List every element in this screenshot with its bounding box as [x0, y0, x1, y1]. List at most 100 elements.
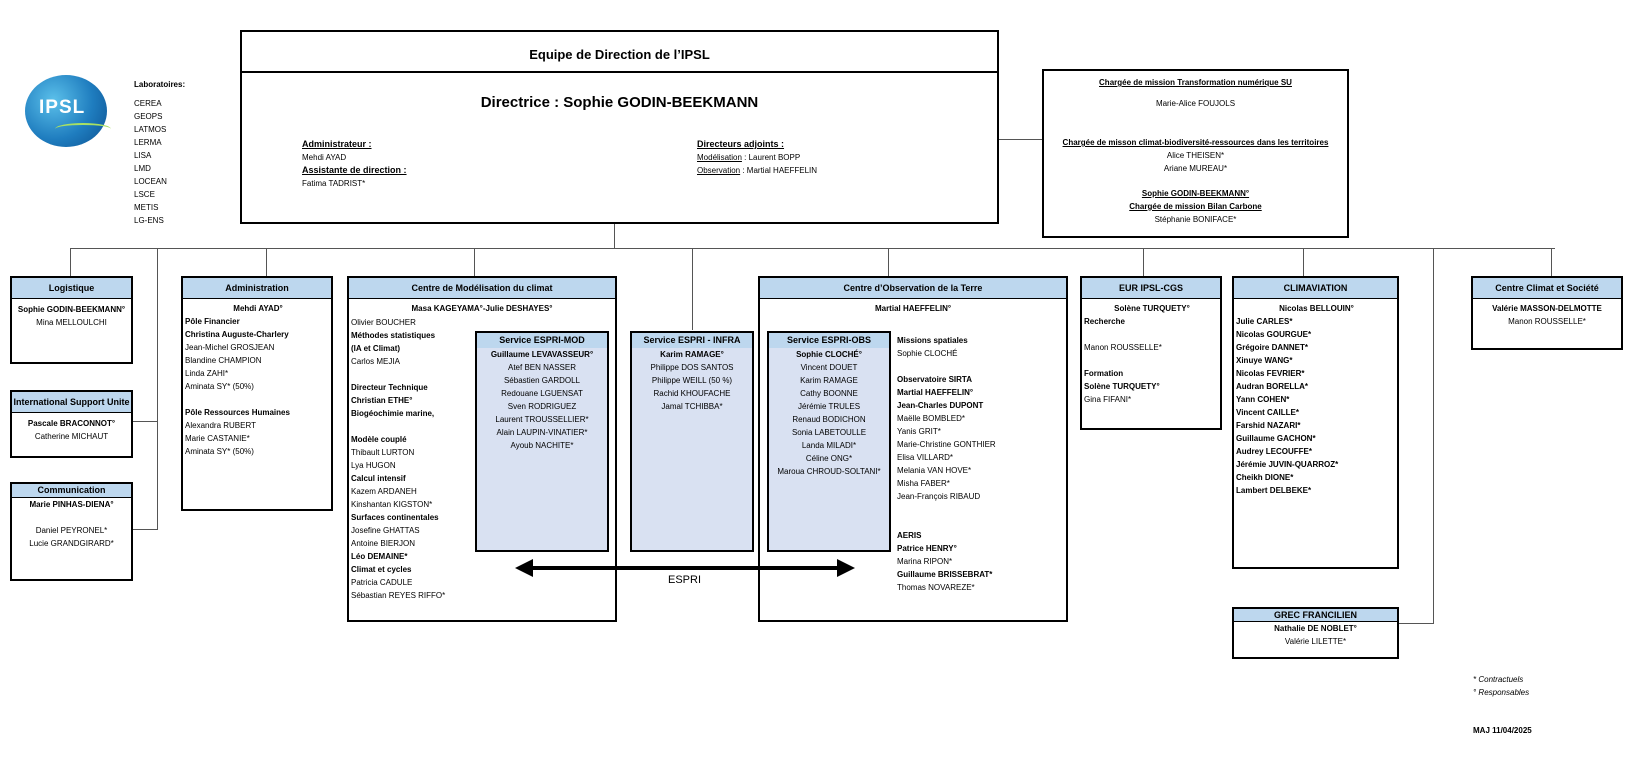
- administration-member: Pôle Financier: [185, 317, 240, 326]
- lab-item: LATMOS: [134, 125, 167, 134]
- climaviation-member: Nicolas GOURGUE*: [1236, 330, 1312, 339]
- climaviation-member: Audran BORELLA*: [1236, 382, 1308, 391]
- cmc-member: Léo DEMAINE*: [351, 552, 408, 561]
- lab-item: LMD: [134, 164, 151, 173]
- mission2-name-2: Ariane MUREAU*: [1163, 164, 1228, 173]
- climaviation-member: Vincent CAILLE*: [1236, 408, 1299, 417]
- lab-item: CEREA: [134, 99, 162, 108]
- isu-box: International Support Unite Pascale BRAC…: [10, 390, 133, 458]
- isu-member: Pascale BRACONNOT°: [27, 419, 116, 428]
- espri-obs-member: Cathy BOONNE: [800, 389, 858, 398]
- cmc-member: Carlos MEJIA: [351, 357, 400, 366]
- adjoints-label: Directeurs adjoints :: [697, 139, 785, 149]
- communication-title: Communication: [12, 484, 131, 498]
- cot-member: Misha FABER*: [897, 479, 950, 488]
- espri-mod-member: Guillaume LEVAVASSEUR°: [490, 350, 594, 359]
- communication-member: Daniel PEYRONEL*: [35, 526, 108, 535]
- espri-infra-member: Philippe DOS SANTOS: [650, 363, 734, 372]
- administration-title: Administration: [183, 278, 331, 299]
- espri-mod-member: Sébastien GARDOLL: [503, 376, 581, 385]
- climaviation-member: Yann COHEN*: [1236, 395, 1290, 404]
- cot-member: Marina RIPON*: [897, 557, 953, 566]
- cot-member: Maëlle BOMBLED*: [897, 414, 966, 423]
- administration-member: Aminata SY* (50%): [185, 382, 254, 391]
- administration-box: Administration Mehdi AYAD°Pôle Financier…: [181, 276, 333, 511]
- espri-double-arrow-icon: [515, 559, 855, 577]
- climaviation-member: Nicolas FEVRIER*: [1236, 369, 1305, 378]
- missions-box: Chargée de mission Transformation numéri…: [1042, 69, 1349, 238]
- cot-member: AERIS: [897, 531, 922, 540]
- eur-member: Solène TURQUETY°: [1084, 382, 1160, 391]
- espri-obs-member: Jérémie TRULES: [797, 402, 861, 411]
- cot-member: Elisa VILLARD*: [897, 453, 954, 462]
- cot-member: Patrice HENRY°: [897, 544, 957, 553]
- cot-member: [897, 516, 996, 529]
- eur-member: [1084, 354, 1220, 367]
- cmc-member: Climat et cycles: [351, 565, 412, 574]
- grec-member: Valérie LILETTE*: [1284, 637, 1347, 646]
- logo-swoosh-icon: [55, 123, 111, 135]
- update-date: MAJ 11/04/2025: [1473, 726, 1532, 735]
- espri-obs-title: Service ESPRI-OBS: [769, 333, 889, 348]
- espri-infra-box: Service ESPRI - INFRA Karim RAMAGE°Phili…: [630, 331, 754, 552]
- modelisation-label: Modélisation: [697, 153, 742, 162]
- assistant-label: Assistante de direction :: [302, 165, 407, 175]
- observation-name: : Martial HAEFFELIN: [740, 166, 818, 175]
- climaviation-member: Xinuye WANG*: [1236, 356, 1293, 365]
- cot-member: Sophie CLOCHÉ: [897, 349, 958, 358]
- espri-infra-member: Philippe WEILL (50 %): [651, 376, 733, 385]
- cot-member: Marie-Christine GONTHIER: [897, 440, 996, 449]
- cmc-member: Kinshantan KIGSTON*: [351, 500, 433, 509]
- cmc-member: (IA et Climat): [351, 344, 401, 353]
- cot-member: Missions spatiales: [897, 336, 968, 345]
- eur-member: Formation: [1084, 369, 1124, 378]
- cot-member: [897, 360, 996, 373]
- climaviation-member: Grégoire DANNET*: [1236, 343, 1309, 352]
- directrice-name: Directrice : Sophie GODIN-BEEKMANN: [480, 94, 759, 111]
- mission2-name-1: Alice THEISEN*: [1166, 151, 1225, 160]
- espri-mod-box: Service ESPRI-MOD Guillaume LEVAVASSEUR°…: [475, 331, 609, 552]
- lab-item: METIS: [134, 203, 159, 212]
- cot-member: Thomas NOVAREZE*: [897, 583, 975, 592]
- cmc-member: Thibault LURTON: [351, 448, 415, 457]
- cmc-member: Biogéochimie marine,: [351, 409, 435, 418]
- legend-contractuels: * Contractuels: [1473, 675, 1524, 684]
- climaviation-member: Cheikh DIONE*: [1236, 473, 1294, 482]
- climaviation-member: Nicolas BELLOUIN°: [1279, 304, 1354, 313]
- administration-member: Marie CASTANIE*: [185, 434, 250, 443]
- espri-label: ESPRI: [668, 574, 702, 586]
- espri-mod-member: Atef BEN NASSER: [507, 363, 577, 372]
- climaviation-box: CLIMAVIATION Nicolas BELLOUIN°Julie CARL…: [1232, 276, 1399, 569]
- grec-box: GREC FRANCILIEN Nathalie DE NOBLET°Valér…: [1232, 607, 1399, 659]
- climaviation-member: Audrey LECOUFFE*: [1236, 447, 1313, 456]
- espri-obs-member: Karim RAMAGE: [800, 376, 858, 385]
- espri-infra-member: Jamal TCHIBBA*: [661, 402, 723, 411]
- lab-item: LISA: [134, 151, 152, 160]
- eur-member: Recherche: [1084, 317, 1125, 326]
- espri-infra-title: Service ESPRI - INFRA: [632, 333, 752, 348]
- lab-item: LG-ENS: [134, 216, 164, 225]
- logo-text: IPSL: [39, 97, 86, 118]
- climaviation-member: Guillaume GACHON*: [1236, 434, 1316, 443]
- cmc-member: Modèle couplé: [351, 435, 407, 444]
- cmc-member: Christian ETHE°: [351, 396, 413, 405]
- espri-obs-member: Vincent DOUET: [800, 363, 858, 372]
- administration-member: Linda ZAHI*: [185, 369, 229, 378]
- espri-mod-title: Service ESPRI-MOD: [477, 333, 607, 348]
- cot-member: Melania VAN HOVE*: [897, 466, 972, 475]
- ipsl-logo: IPSL: [25, 75, 111, 147]
- espri-obs-member: Landa MILADI*: [801, 441, 857, 450]
- logistique-member: Sophie GODIN-BEEKMANN°: [17, 305, 126, 314]
- eur-member: Gina FIFANI*: [1084, 395, 1132, 404]
- administration-member: Pôle Ressources Humaines: [185, 408, 290, 417]
- mission3-title: Chargée de mission Bilan Carbone: [1129, 202, 1262, 211]
- climaviation-title: CLIMAVIATION: [1234, 278, 1397, 299]
- espri-mod-member: Ayoub NACHITE*: [510, 441, 574, 450]
- cmc-member: Méthodes statistiques: [351, 331, 436, 340]
- climaviation-member: Farshid NAZARI*: [1236, 421, 1301, 430]
- espri-mod-member: Sven RODRIGUEZ: [507, 402, 577, 411]
- eur-title: EUR IPSL-CGS: [1082, 278, 1220, 299]
- espri-obs-member: Sonia LABETOULLE: [791, 428, 867, 437]
- espri-obs-member: Céline ONG*: [805, 454, 853, 463]
- admin-name: Mehdi AYAD: [302, 153, 347, 162]
